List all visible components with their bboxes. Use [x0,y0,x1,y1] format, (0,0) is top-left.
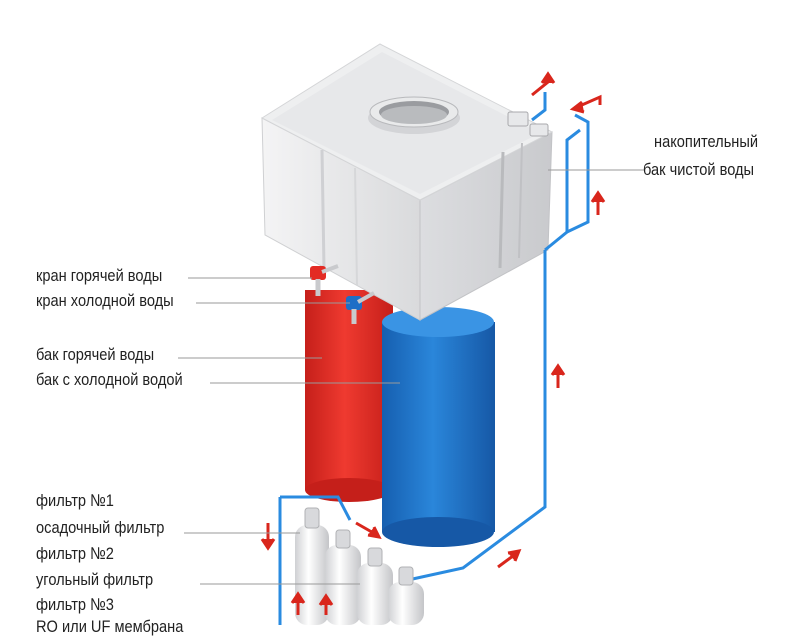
filter3-label: фильтр №3 [36,595,114,614]
top-outlet [507,111,549,137]
storage-tank-label-line2: бак чистой воды [643,160,755,179]
membrane-label: RO или UF мембрана [36,617,184,636]
arrow-icon [290,591,306,615]
cold-tank-label: бак с холодной водой [36,370,183,389]
storage-tank-label-line1: накопительный [654,132,759,151]
filter-2 [325,529,361,625]
sediment-filter-label: осадочный фильтр [36,518,165,537]
filter-1 [295,507,329,625]
cold-water-tank [382,307,495,547]
hot-tap [310,264,339,296]
carbon-filter-label: угольный фильтр [36,570,154,589]
filter2-label: фильтр №2 [36,544,114,563]
filter1-label: фильтр №1 [36,491,114,510]
cold-tap [346,291,375,324]
hot-tap-label: кран горячей воды [36,266,163,285]
arrow-icon [260,523,276,551]
filter-4 [388,566,424,625]
leader-lines [178,169,644,585]
cold-tap-label: кран холодной воды [36,291,174,310]
arrow-icon [550,363,566,388]
storage-tank [260,43,554,321]
flow-arrows [260,71,606,615]
arrow-icon [569,94,602,114]
pipes [278,92,590,625]
hot-tank-label: бак горячей воды [36,345,155,364]
arrow-icon [318,593,334,615]
arrow-icon [355,521,382,540]
hot-water-tank [305,290,393,502]
arrow-icon [531,71,556,97]
arrow-icon [497,549,522,569]
filter-3 [357,547,393,625]
arrow-icon [590,190,606,215]
